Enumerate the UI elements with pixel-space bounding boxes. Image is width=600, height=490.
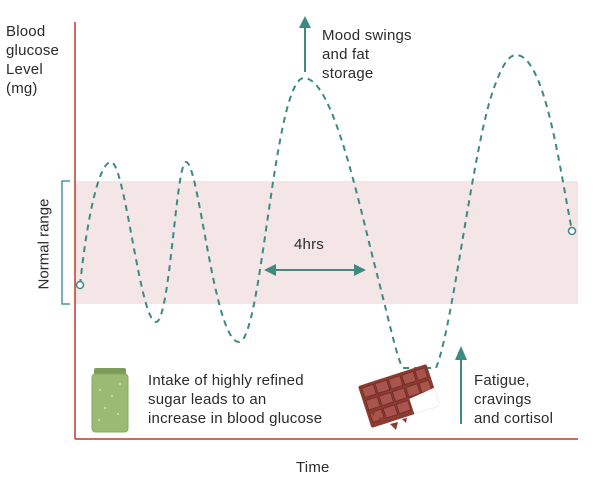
chocolate-crumbs xyxy=(370,411,407,430)
intake-annotation: Intake of highly refined sugar leads to … xyxy=(148,372,323,427)
y-axis-label: Blood glucose Level (mg) xyxy=(6,23,60,97)
mood-swings-annotation: Mood swings and fat storage xyxy=(322,27,412,82)
normal-range-bracket xyxy=(61,180,70,305)
chocolate-bar-icon xyxy=(358,364,441,428)
sugar-jar-icon xyxy=(91,368,129,433)
normal-range-label: Normal range xyxy=(35,198,53,290)
glucose-curve xyxy=(79,53,573,369)
curve-start-point xyxy=(75,280,85,290)
up-arrow-mood-icon xyxy=(299,16,311,72)
interval-annotation: 4hrs xyxy=(294,236,324,253)
fatigue-annotation: Fatigue, cravings and cortisol xyxy=(474,372,554,427)
double-arrow-icon xyxy=(264,264,366,276)
normal-range-band xyxy=(75,181,578,304)
x-axis-label: Time xyxy=(296,459,330,476)
up-arrow-fatigue-icon xyxy=(455,346,467,424)
curve-end-point xyxy=(567,226,577,236)
